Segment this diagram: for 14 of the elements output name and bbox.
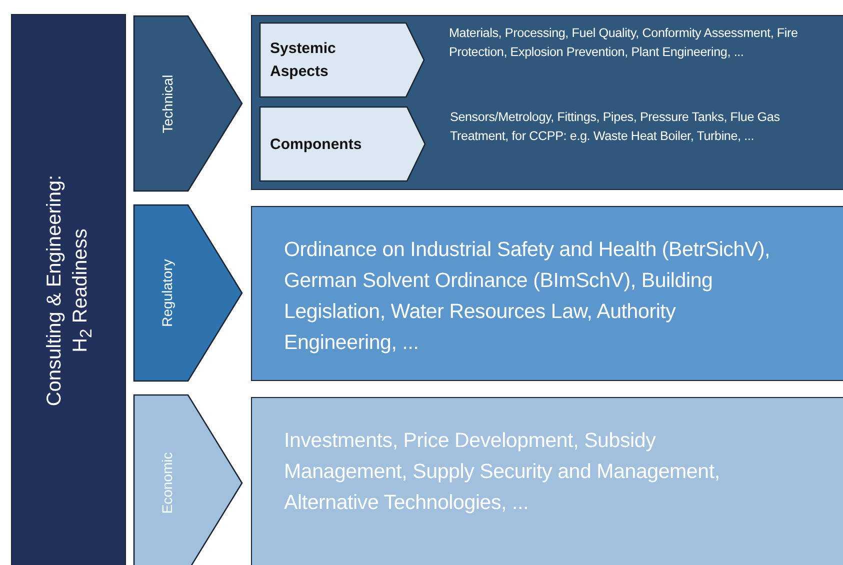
aspect-label: Systemic Aspects xyxy=(270,39,337,82)
title-bar xyxy=(11,14,126,565)
content-panel xyxy=(251,397,843,565)
detail-text: Materials, Processing, Fuel Quality, Conformity Assessment, Fire Protection, Explosion Prevention, Plant Engineering, ... xyxy=(449,25,799,61)
category-label: Regulatory xyxy=(158,259,176,327)
aspect-label: Components xyxy=(270,134,362,154)
category-label: Technical xyxy=(158,74,176,133)
description-text: Investments, Price Development, Subsidy Management, Supply Security and Management, Alternative Technologies, ... xyxy=(284,428,721,516)
description-text: Ordinance on Industrial Safety and Health (BetrSichV), German Solvent Ordinance (BImSchV), Building Legislation, Water Resources Law, Authority Engineering, ... xyxy=(284,237,772,356)
content-panel xyxy=(251,206,843,381)
vertical-label: Consulting & Engineering: xyxy=(42,174,66,406)
category-label: Economic xyxy=(158,452,176,514)
detail-text: Sensors/Metrology, Fittings, Pipes, Pressure Tanks, Flue Gas Treatment, for CCPP: e.g. Waste Heat Boiler, Turbine, ... xyxy=(450,109,781,145)
content-panel xyxy=(251,15,843,190)
